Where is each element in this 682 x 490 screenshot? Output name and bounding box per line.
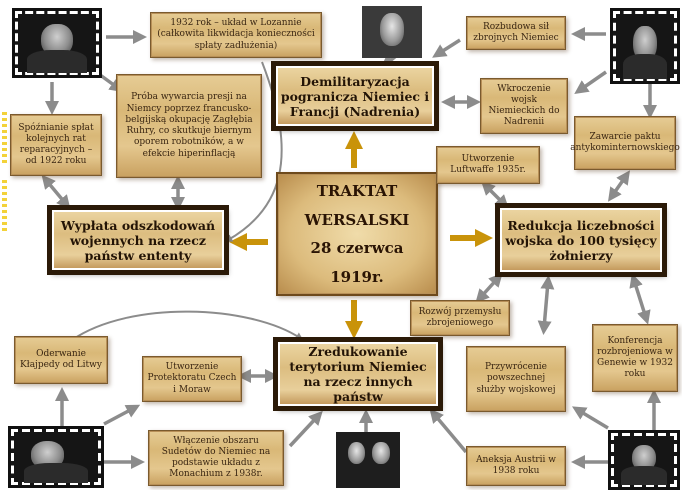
arrow-luftwaffe-army: [481, 181, 509, 209]
main-box-demilitarization: Demilitaryzacja pogranicza Niemiec i Fra…: [274, 64, 436, 128]
note-navy: Rozbudowa sił zbrojnych Niemiec: [466, 16, 566, 50]
arrow-photo6-to-conscription: [571, 406, 609, 430]
note-klaipeda: Oderwanie Kłajpedy od Litwy: [14, 336, 108, 384]
arrow-army-geneva: [629, 273, 651, 325]
treaty-date: 28 czerwca 1919r.: [310, 239, 404, 286]
portrait-photo-bottom-left: [8, 426, 104, 488]
arrow-delay-reparations: [41, 174, 71, 210]
arrow-navy-demil: [432, 38, 461, 58]
arrow-photo3-to-rhineland: [574, 70, 607, 94]
main-box-reparations: Wypłata odszkodowań wojennych na rzecz p…: [50, 208, 226, 272]
treaty-title: TRAKTAT WERSALSKI: [304, 182, 410, 229]
note-anticomintern: Zawarcie paktu antykominternowskiego: [570, 116, 680, 170]
main-box-territory: Zredukowanie terytorium Niemiec na rzecz…: [276, 340, 440, 408]
note-lausanne: 1932 rok – układ w Lozannie (całkowita l…: [150, 12, 322, 58]
note-rhineland: Wkroczenie wojsk Niemieckich do Nadrenii: [480, 78, 568, 134]
note-conscription: Przywrócenie powszechnej służby wojskowe…: [466, 346, 566, 412]
note-geneva: Konferencja rozbrojeniowa w Genewie w 19…: [592, 324, 678, 392]
note-delay: Spóźnianie spłat kolejnych rat reparacyj…: [10, 114, 102, 176]
note-industry: Rozwój przemysłu zbrojeniowego: [410, 300, 510, 336]
note-austria: Aneksja Austrii w 1938 roku: [466, 446, 566, 486]
portrait-photo-bottom-center: [336, 432, 400, 488]
portrait-photo-top-center: [362, 6, 422, 58]
portrait-photo-top-left: [12, 8, 102, 78]
arrow-photo4-to-protectorate: [103, 404, 141, 426]
arrow-army-conscription: [537, 275, 555, 335]
portrait-photo-top-right: [610, 8, 680, 84]
main-box-army-reduction: Redukcja liczebności wojska do 100 tysię…: [498, 206, 664, 274]
arrow-austria-territory: [429, 408, 468, 454]
arrow-anticomintern-army: [607, 170, 631, 202]
note-sudetes: Włączenie obszaru Sudetów do Niemiec na …: [148, 430, 284, 486]
portrait-photo-bottom-right: [608, 430, 680, 490]
note-luftwaffe: Utworzenie Luftwaffe 1935r.: [436, 146, 540, 184]
note-ruhr: Próba wywarcia presji na Niemcy poprzez …: [116, 74, 262, 178]
tape-decoration-left-1: [2, 112, 7, 164]
arrow-army-industry: [475, 272, 503, 304]
center-treaty-box: TRAKTAT WERSALSKI 28 czerwca 1919r.: [276, 172, 438, 296]
arrow-klaipeda-territory: [71, 310, 304, 341]
tape-decoration-left-2: [2, 180, 7, 232]
arrow-sudetes-territory: [288, 410, 323, 448]
note-protectorate: Utworzenie Protektoratu Czech i Moraw: [142, 356, 242, 402]
